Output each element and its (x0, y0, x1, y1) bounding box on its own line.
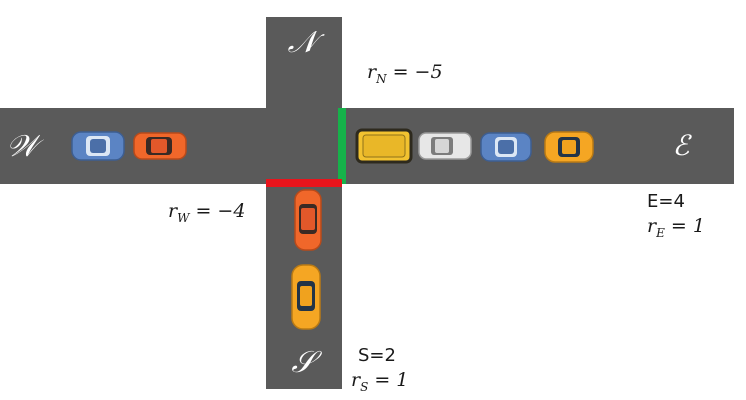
car-blue-east (480, 132, 532, 162)
west-reward: rW= −4 (168, 200, 245, 225)
east-label: ℰ (673, 129, 693, 162)
car-white-east (418, 132, 472, 160)
north-reward: rN= −5 (367, 61, 443, 86)
east-reward: rE= 1 (647, 215, 705, 240)
south-signal-red (266, 179, 342, 187)
car-amber-east (544, 131, 594, 163)
south-reward: rS= 1 (351, 369, 408, 394)
car-blue-west (71, 131, 125, 161)
car-yellow-truck-east (355, 128, 413, 164)
car-orange-south (294, 189, 322, 251)
car-orange-west (133, 132, 187, 160)
car-amber-south (291, 264, 321, 330)
east-count: E=4 (647, 191, 685, 212)
south-count: S=2 (358, 345, 396, 366)
east-signal-green (338, 108, 346, 184)
